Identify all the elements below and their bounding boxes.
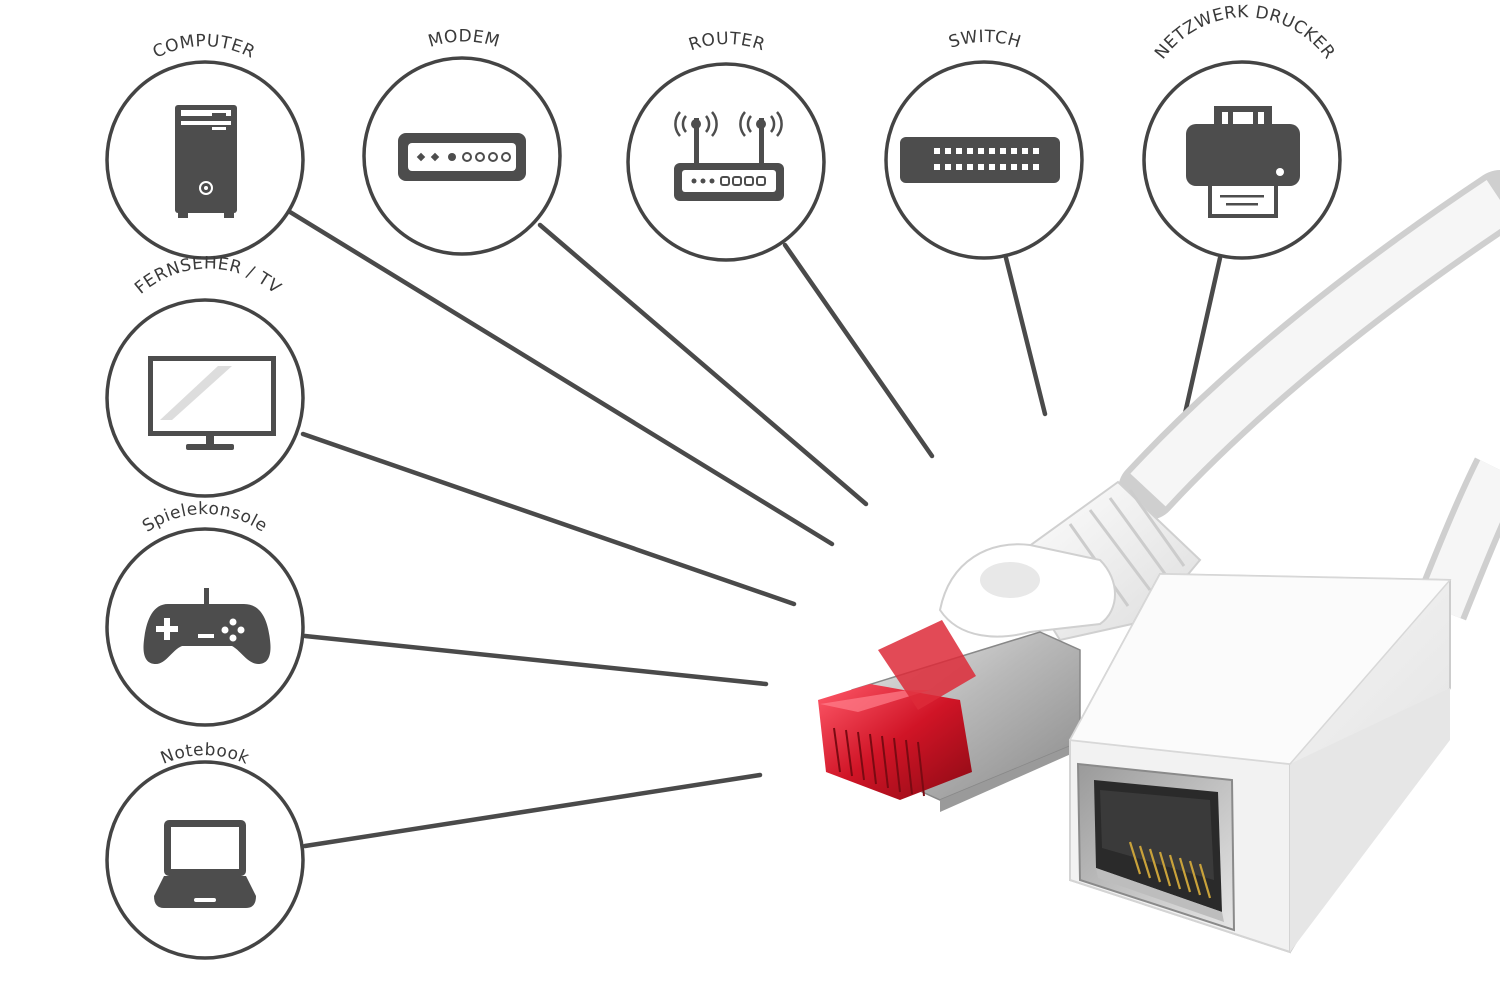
modem-icon xyxy=(398,133,526,181)
gamepad-icon xyxy=(143,588,271,664)
router-icon xyxy=(674,111,784,201)
connector-lines xyxy=(287,209,1223,849)
label-switch: SWITCH xyxy=(946,27,1022,53)
line-notebook xyxy=(302,772,763,849)
svg-text:COMPUTER: COMPUTER xyxy=(150,31,258,63)
label-router: ROUTER xyxy=(686,29,767,55)
cable-illustration xyxy=(818,170,1500,954)
svg-text:SWITCH: SWITCH xyxy=(946,27,1023,53)
tv-monitor-icon xyxy=(148,356,276,450)
network-switch-icon xyxy=(900,137,1060,183)
line-tv xyxy=(300,431,797,607)
label-tv: FERNSEHER / TV xyxy=(131,253,284,298)
svg-text:ROUTER: ROUTER xyxy=(686,29,767,55)
svg-text:MODEM: MODEM xyxy=(426,26,502,52)
label-printer: NETZWERK DRUCKER xyxy=(1151,2,1339,63)
computer-tower-icon xyxy=(175,105,237,218)
line-router xyxy=(782,242,935,459)
line-printer xyxy=(1181,255,1223,421)
line-computer xyxy=(287,209,835,547)
laptop-icon xyxy=(154,820,256,908)
router-circle xyxy=(626,62,826,262)
network-printer-icon xyxy=(1186,106,1300,218)
line-console xyxy=(302,633,769,687)
label-computer: COMPUTER xyxy=(150,31,258,63)
svg-text:FERNSEHER / TV: FERNSEHER / TV xyxy=(131,253,285,298)
line-switch xyxy=(1003,255,1048,417)
svg-text:NETZWERK DRUCKER: NETZWERK DRUCKER xyxy=(1151,2,1339,63)
line-modem xyxy=(537,222,869,507)
label-modem: MODEM xyxy=(426,26,501,52)
